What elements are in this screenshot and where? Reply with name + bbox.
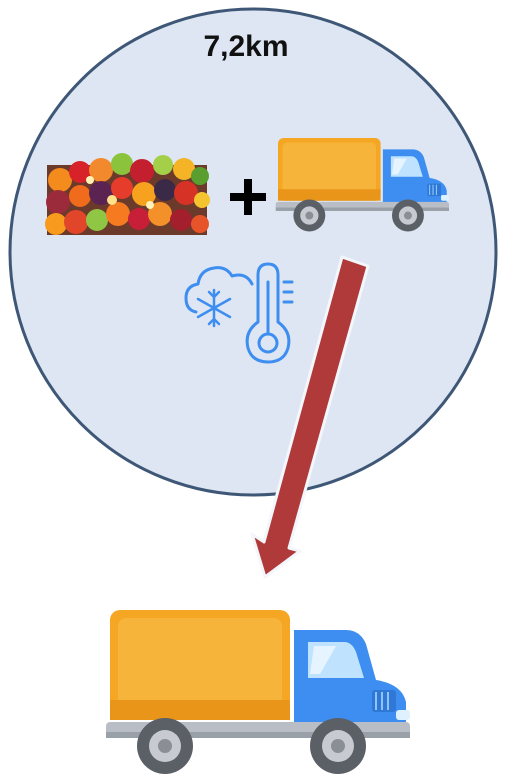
fruit-pile-image	[45, 153, 210, 235]
distance-label: 7,2km	[203, 30, 288, 63]
delivery-radius-circle	[10, 9, 496, 495]
truck-icon-large	[106, 610, 410, 774]
